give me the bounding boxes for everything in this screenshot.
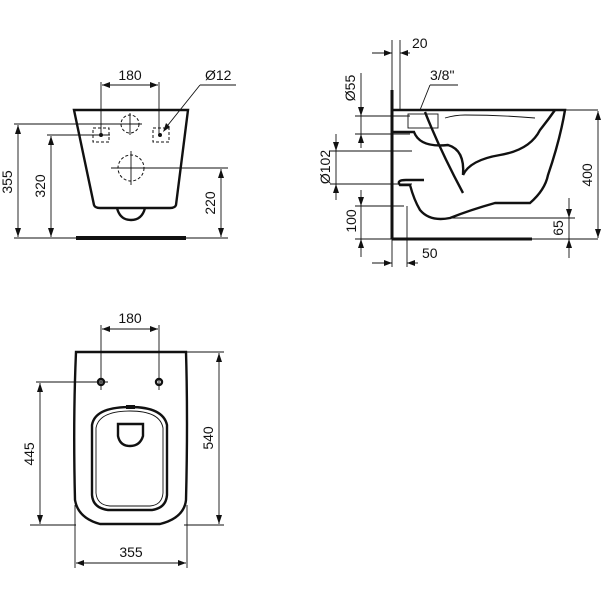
rear-outlet-220-label: 220 [202,191,218,215]
outlet-diameter-label: Ø102 [317,150,333,184]
foot-height-65-label: 65 [550,220,566,236]
side-view: 20 3/8" Ø55 Ø102 100 50 [317,35,601,267]
top-body-outline [73,350,189,526]
rear-height-320-label: 320 [32,174,48,198]
bowl-outline [392,108,567,221]
rear-view: 180 Ø12 355 320 220 [0,67,236,240]
seat-hinge-cutout [116,422,145,448]
side-height-400-label: 400 [579,163,595,187]
fixing-box-right [152,127,170,143]
top-view: 180 445 540 355 [21,310,224,568]
fixing-to-front-445-label: 445 [21,442,37,466]
water-inlet-label: 3/8" [430,67,454,83]
rear-fixing-centres-label: 180 [118,67,142,83]
inlet-diameter-label: Ø55 [342,75,358,102]
floor-clearance-label: 100 [343,209,359,233]
seat-release-button [126,405,135,409]
wall-offset-20-label: 20 [412,35,428,51]
rear-height-355-label: 355 [0,170,15,194]
rear-body-outline [72,108,190,210]
overall-length-540-label: 540 [200,426,216,450]
top-fixing-centres-label: 180 [118,310,142,326]
rear-bottom-bulge [115,207,147,222]
overall-width-355-label: 355 [119,544,143,560]
inlet-fitting [407,113,439,129]
seat-outline [90,405,169,512]
fixing-diameter-label: Ø12 [205,67,232,83]
wall-to-outlet-50-label: 50 [422,245,438,261]
